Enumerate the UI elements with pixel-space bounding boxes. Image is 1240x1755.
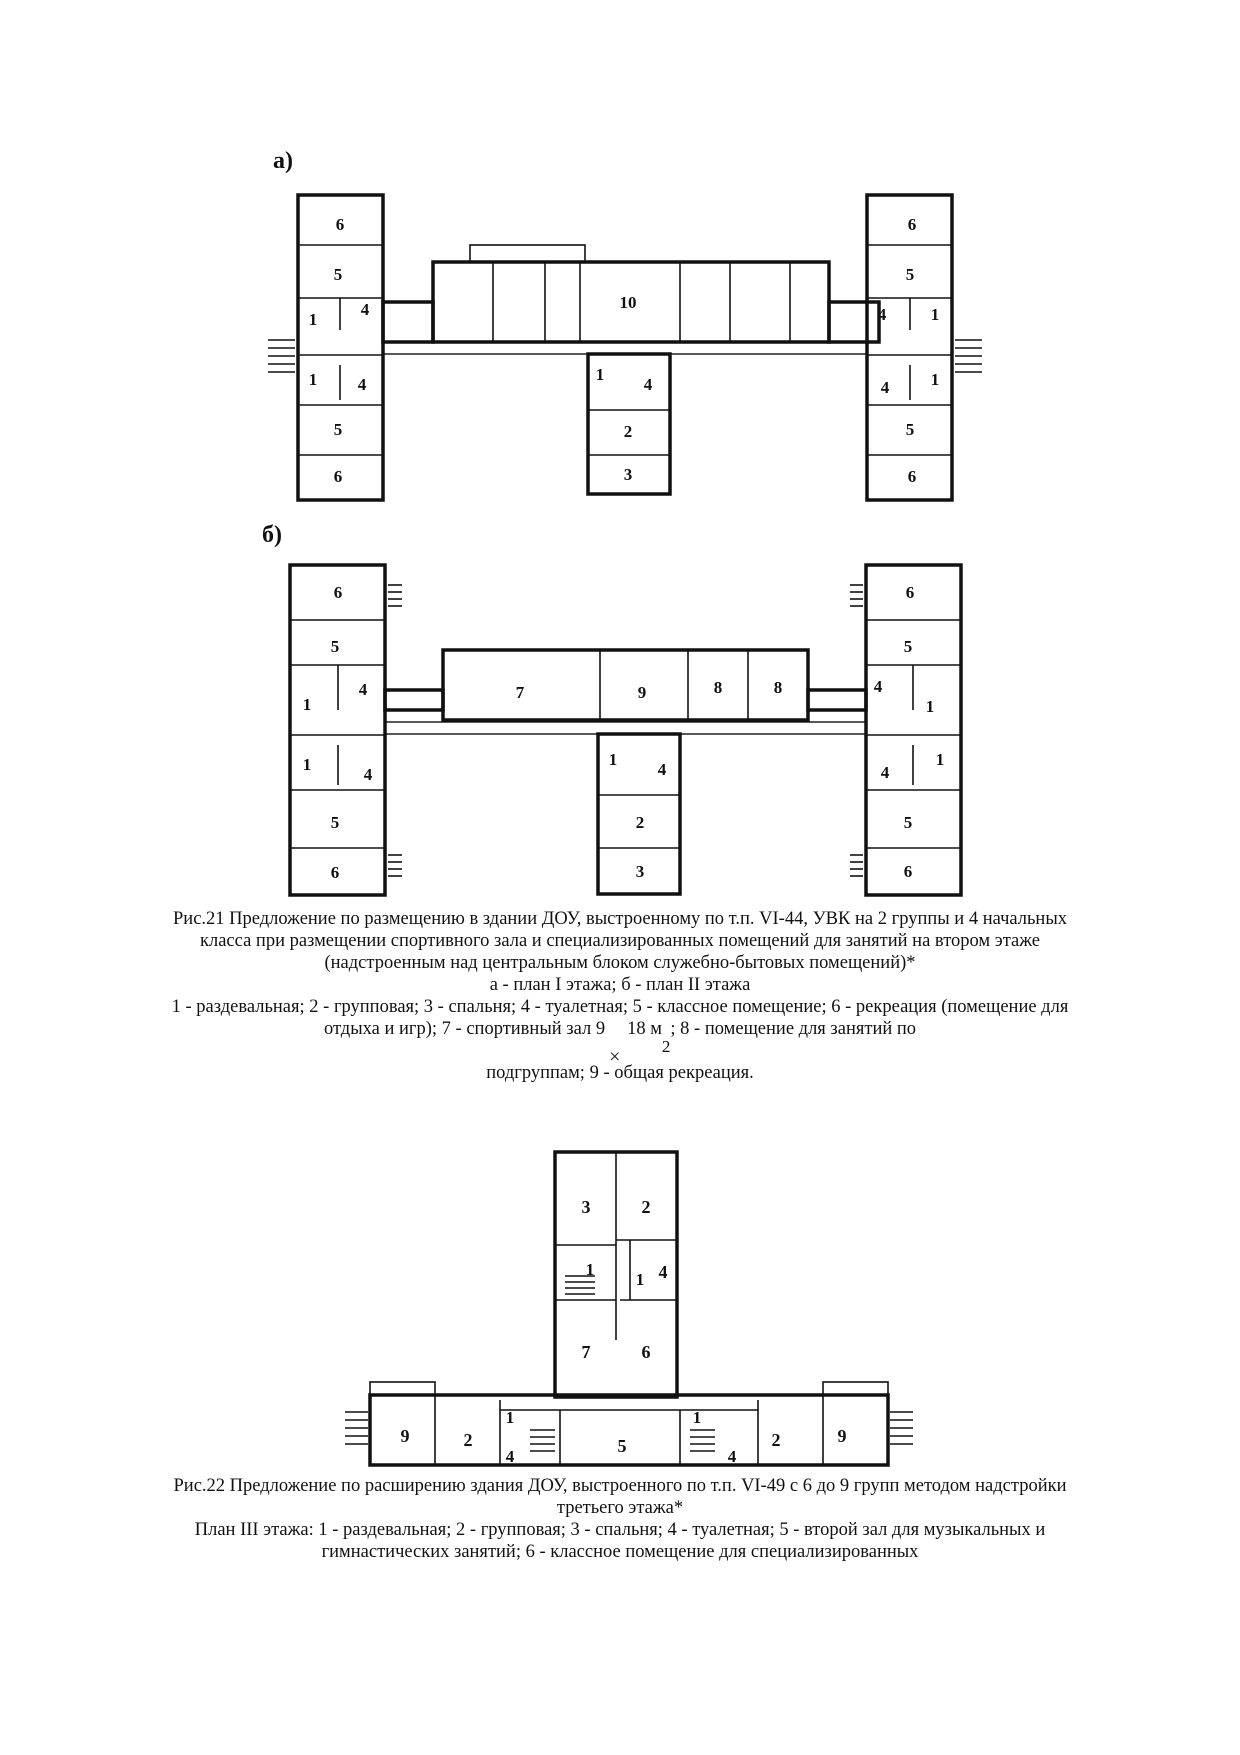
fig21-title: Рис.21 Предложение по размещению в здани… [173,909,1067,973]
room-label: 1 [303,755,312,774]
fig21-legend-part1: 1 - раздевальная; 2 - групповая; 3 - спа… [171,997,1069,1039]
room-label: 9 [838,1426,847,1446]
room-label: 1 [609,750,618,769]
central-wing-a [586,352,672,496]
room-label: 1 [303,695,312,714]
room-label: 2 [636,813,645,832]
room-label: 2 [642,1197,651,1217]
room-label: 7 [582,1342,591,1362]
room-label: 1 [931,370,940,389]
dim-superscript: 2 [661,1037,671,1056]
left-wing-b [288,563,387,897]
room-label: 4 [659,1262,668,1282]
fig22-legend: План III этажа: 1 - раздевальная; 2 - гр… [194,1520,1046,1562]
room-label: 2 [464,1430,473,1450]
plan-b-label: б) [262,522,282,548]
corridor-a [382,341,868,355]
room-label: 4 [506,1447,515,1466]
room-label: 3 [582,1197,591,1217]
fig21-legend: 1 - раздевальная; 2 - групповая; 3 - спа… [160,996,1080,1068]
fig22-title: Рис.22 Предложение по расширению здания … [173,1476,1067,1518]
room-label: 4 [364,765,373,784]
room-label: 5 [904,813,913,832]
fig21-legend-part3: ; 8 - помещение для занятий по [670,1019,917,1039]
room-label: 6 [334,467,343,486]
room-label: 5 [331,813,340,832]
room-label: 6 [908,467,917,486]
room-label: 7 [516,683,525,702]
room-label: 1 [586,1260,595,1279]
room-label: 1 [926,697,935,716]
room-label: 4 [658,760,667,779]
room-label: 4 [728,1447,737,1466]
room-label: 1 [596,365,605,384]
room-label: 8 [774,678,783,697]
room-label: 6 [908,215,917,234]
room-label: 4 [878,305,887,324]
right-wing-a [865,193,954,502]
room-label: 10 [620,293,637,312]
room-label: 5 [334,420,343,439]
room-label: 4 [359,680,368,699]
room-label: 2 [624,422,633,441]
room-label: 1 [309,310,318,329]
room-label: 5 [906,420,915,439]
fig21-caption: Рис.21 Предложение по размещению в здани… [160,908,1080,1084]
room-label: 6 [904,862,913,881]
horizontal-wing-c [368,1393,890,1467]
room-label: 5 [906,265,915,284]
room-label: 5 [334,265,343,284]
dim-cross: × [609,1046,621,1068]
floor-plan-c: 3 2 1 1 4 7 6 9 2 1 4 5 1 4 2 9 [345,1150,913,1467]
room-label: 1 [506,1408,515,1427]
upper-block-b [441,648,810,722]
room-label: 1 [693,1408,702,1427]
floor-plan-b: б) 6 5 1 4 1 4 5 6 7 9 8 8 1 4 2 3 6 5 4… [262,522,963,897]
room-label: 1 [636,1270,645,1289]
room-label: 1 [309,370,318,389]
room-label: 5 [904,637,913,656]
room-label: 3 [624,465,633,484]
corridor-b [384,721,867,735]
room-label: 4 [881,378,890,397]
fig21-subtitle: а - план I этажа; б - план II этажа [489,975,751,995]
room-label: 9 [638,683,647,702]
room-label: 6 [336,215,345,234]
central-wing-b [596,732,682,896]
room-label: 4 [358,375,367,394]
room-label: 6 [642,1342,651,1362]
room-label: 9 [401,1426,410,1446]
room-label: 6 [331,863,340,882]
plan-a-label: а) [273,148,293,174]
fig22-caption: Рис.22 Предложение по расширению здания … [160,1475,1080,1563]
room-label: 2 [772,1430,781,1450]
room-label: 5 [618,1436,627,1456]
fig21-legend-part2: 18 м [627,1019,662,1039]
room-label: 4 [874,677,883,696]
room-label: 1 [936,750,945,769]
room-label: 6 [334,583,343,602]
room-label: 8 [714,678,723,697]
room-label: 4 [361,300,370,319]
right-wing-b [864,563,963,897]
room-label: 3 [636,862,645,881]
floor-plan-a: а) 6 5 1 4 1 4 5 6 10 1 4 2 3 6 5 4 1 4 … [268,148,982,502]
room-label: 4 [644,375,653,394]
fig21-legend-end: подгруппам; 9 - общая рекреация. [486,1063,754,1083]
room-label: 4 [881,763,890,782]
room-label: 1 [931,305,940,324]
room-label: 5 [331,637,340,656]
room-label: 6 [906,583,915,602]
